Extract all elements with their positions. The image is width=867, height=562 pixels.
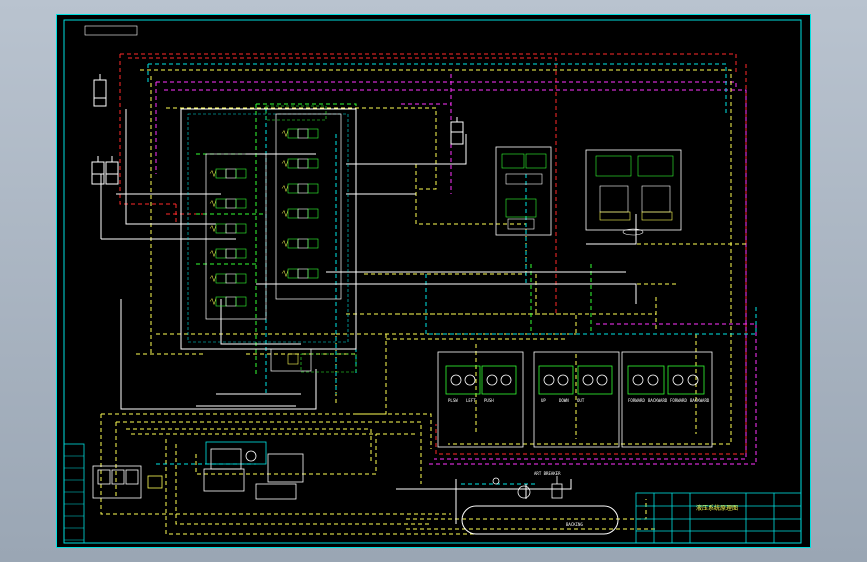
hydraulic-schematic[interactable]: PLSWLEFTPUSHUPDOWNOUTFORWARDBACKWARDFORW… [56,14,811,548]
motor-port-label: FORWARD [628,398,645,403]
motor-group-2 [533,351,620,448]
spool-valve-right-3 [281,183,319,194]
spool-valve-left-5 [209,273,247,284]
left-valve-block [92,465,163,499]
pilot-valve-cluster [495,146,552,236]
spool-valve-right-1 [281,128,319,139]
tank-outline [461,505,619,535]
title-block-text: 液压系统原理图 [696,504,738,512]
pump-group [203,441,304,500]
breaker-icon [492,476,563,499]
arm-cylinder-icon [450,117,464,145]
motor-group-3 [621,351,713,448]
spool-valves-left [209,168,247,307]
motor-port-label: PLSW [448,398,458,403]
spool-valve-left-3 [209,223,247,234]
boom-cylinder-icon [91,74,119,185]
breaker-label: ART BREAKER [534,471,561,476]
title-block [635,492,802,544]
motor-port-label: UP [541,398,546,403]
motor-port-label: LEFT [466,398,476,403]
corner-tag-box [84,25,138,36]
pilot-lines-red [119,53,747,455]
motor-port-label: DOWN [559,398,569,403]
spool-valve-right-5 [281,238,319,249]
motor-port-label: OUT [577,398,585,403]
joystick-valve-cluster [585,149,682,236]
motor-port-label: BACKWARD [690,398,710,403]
spool-valves-right [281,128,319,279]
spool-valve-right-4 [281,208,319,219]
revision-table [63,443,85,544]
motor-port-label: PUSH [484,398,494,403]
spool-valve-right-2 [281,158,319,169]
main-valve-bank [180,105,357,373]
spool-valve-left-2 [209,198,247,209]
motor-group-1 [437,351,524,448]
spool-valve-left-1 [209,168,247,179]
spool-valve-right-6 [281,268,319,279]
inner-frame [63,19,802,544]
spool-valve-left-6 [209,296,247,307]
tank-label: BACKING [566,522,583,527]
sheet-border [56,14,811,548]
pressure-lines-yellow [100,69,746,535]
main-lines-white [100,109,637,524]
spool-valve-left-4 [209,248,247,259]
revision-table-rows [64,455,84,541]
motor-port-label: BACKWARD [648,398,668,403]
motor-port-label: FORWARD [670,398,687,403]
